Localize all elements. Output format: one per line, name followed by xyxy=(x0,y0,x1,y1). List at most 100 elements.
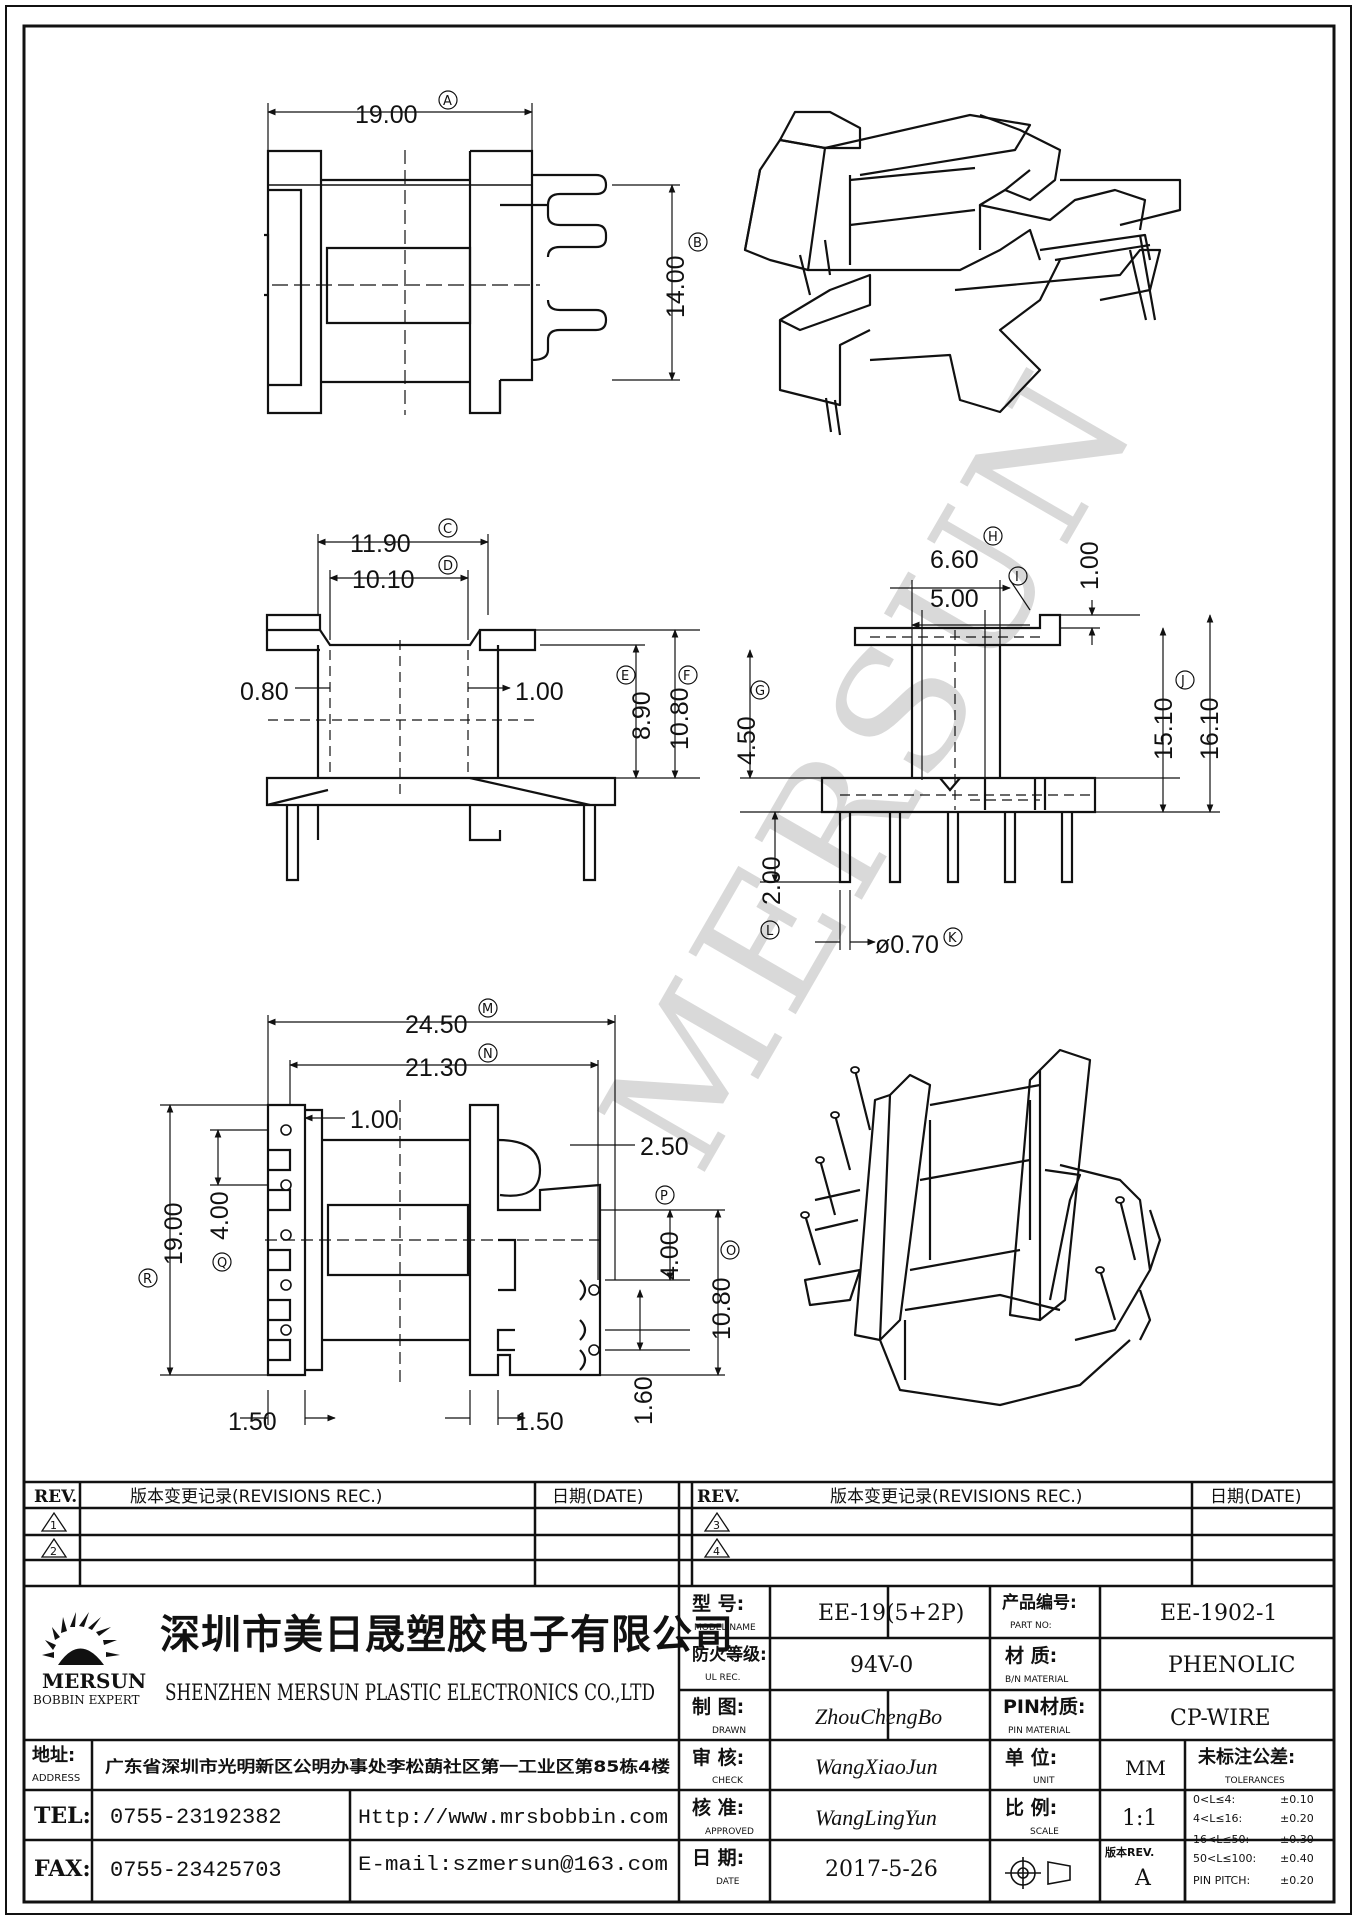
dim-k-bubble xyxy=(943,927,963,947)
material-label-cn: 材 质: xyxy=(1005,1644,1057,1667)
dim-i-bubble xyxy=(1008,566,1028,586)
dims-bottom-view xyxy=(160,1015,725,1425)
unit-label-en: UNIT xyxy=(1033,1776,1055,1786)
dim-g-value: 4.50 xyxy=(733,716,761,765)
company-name-en: SHENZHEN MERSUN PLASTIC ELECTRONICS CO.,… xyxy=(165,1681,655,1706)
watermark: MERSUN xyxy=(564,337,1177,1200)
rev-mark-2: 2 xyxy=(50,1545,57,1558)
dim-m-bubble xyxy=(478,998,498,1018)
rev-triangles xyxy=(40,1511,731,1558)
tol-range-5: PIN PITCH: xyxy=(1193,1874,1250,1887)
dim-d-letter: D xyxy=(443,559,453,574)
dim-l-value: 2.00 xyxy=(758,856,786,905)
dim-q-letter: Q xyxy=(217,1256,227,1271)
ul-value: 94V-0 xyxy=(850,1653,913,1678)
dim-k-letter: K xyxy=(948,931,957,946)
drawn-value: ZhouChengBo xyxy=(815,1704,942,1729)
approved-value: WangLingYun xyxy=(815,1805,937,1830)
tol-value-3: ±0.30 xyxy=(1280,1833,1314,1846)
model-label-cn: 型 号: xyxy=(692,1592,744,1615)
dim-q-bubble xyxy=(212,1252,232,1272)
dim-q-value: 4.00 xyxy=(206,1191,234,1240)
address-label-en: ADDRESS xyxy=(32,1773,80,1784)
date-header-right: 日期(DATE) xyxy=(1210,1487,1302,1507)
rev-mark-3: 3 xyxy=(713,1519,720,1532)
dim-n-letter: N xyxy=(483,1047,493,1062)
dim-c-bubble xyxy=(438,518,458,538)
company-name-cn: 深圳市美日晟塑胶电子有限公司 xyxy=(160,1612,734,1658)
dim-total-height: 16.10 xyxy=(1196,697,1224,760)
dim-f-value: 10.80 xyxy=(666,687,694,750)
drawn-label-en: DRAWN xyxy=(712,1726,746,1736)
tol-value-1: ±0.10 xyxy=(1280,1793,1314,1806)
tol-range-1: 0<L≤4: xyxy=(1193,1793,1235,1806)
dim-a-value: 19.00 xyxy=(355,101,418,129)
dim-p-letter: P xyxy=(660,1189,668,1204)
part-label-cn: 产品编号: xyxy=(1002,1592,1077,1613)
dim-j-letter: J xyxy=(1180,674,1185,689)
date-value: 2017-5-26 xyxy=(825,1857,938,1882)
dim-a-bubble xyxy=(438,90,458,110)
projection-symbol-icon xyxy=(1005,1857,1071,1889)
dim-d-value: 10.10 xyxy=(352,566,415,594)
part-label-en: PART NO: xyxy=(1010,1621,1052,1631)
rev-label-left: REV. xyxy=(34,1487,77,1507)
dim-d-bubble xyxy=(438,555,458,575)
dim-f-bubble xyxy=(678,665,698,685)
tol-range-2: 4<L≤16: xyxy=(1193,1812,1242,1825)
dim-g-letter: G xyxy=(755,684,765,699)
tol-value-4: ±0.40 xyxy=(1280,1852,1314,1865)
website[interactable]: Http://www.mrsbobbin.com xyxy=(358,1807,668,1830)
approved-label-cn: 核 准: xyxy=(692,1796,744,1819)
model-value: EE-19(5+2P) xyxy=(818,1601,964,1626)
front-view-hidden xyxy=(268,640,540,800)
bottom-view-hidden xyxy=(265,1100,605,1385)
dim-tip: 2.50 xyxy=(640,1133,689,1161)
dim-l-letter: L xyxy=(766,924,774,939)
unit-label-cn: 单 位: xyxy=(1005,1746,1057,1769)
dim-p-value: 4.00 xyxy=(656,1231,684,1280)
pin-label-en: PIN MATERIAL xyxy=(1008,1726,1070,1736)
dim-foot-right: 1.50 xyxy=(515,1408,564,1436)
dim-a-letter: A xyxy=(443,94,452,109)
dim-o-bubble xyxy=(720,1240,740,1260)
dim-e-value: 8.90 xyxy=(628,691,656,740)
dim-o-value: 10.80 xyxy=(708,1277,736,1340)
dim-pin-gap: 1.60 xyxy=(630,1376,658,1425)
dim-m-value: 24.50 xyxy=(405,1011,468,1039)
check-label-cn: 审 核: xyxy=(692,1746,744,1769)
rev-mark-1: 1 xyxy=(50,1519,57,1532)
pin-material-value: CP-WIRE xyxy=(1170,1706,1271,1731)
pin-label-cn: PIN材质: xyxy=(1003,1695,1086,1718)
tol-value-5: ±0.20 xyxy=(1280,1874,1314,1887)
dim-p-bubble xyxy=(655,1185,675,1205)
dim-o-letter: O xyxy=(726,1244,736,1259)
dim-j-value: 15.10 xyxy=(1150,697,1178,760)
dim-i-value: 5.00 xyxy=(930,585,979,613)
email[interactable]: E-mail:szmersun@163.com xyxy=(358,1854,668,1877)
dim-m-letter: M xyxy=(482,1002,493,1017)
dim-foot-left: 1.50 xyxy=(228,1408,277,1436)
isometric-view-top xyxy=(743,110,1182,436)
dim-l-bubble xyxy=(760,920,780,940)
dim-e-letter: E xyxy=(621,669,629,684)
dims-front-view xyxy=(295,534,700,779)
dims-side-view xyxy=(740,579,1220,950)
date-label-cn: 日 期: xyxy=(692,1847,744,1869)
part-no-value: EE-1902-1 xyxy=(1160,1601,1277,1626)
tolerance-table: 0<L≤4: ±0.10 4<L≤16: ±0.20 16<L≤50: ±0.3… xyxy=(1193,1793,1314,1887)
side-view-hidden xyxy=(840,630,1090,810)
dim-r-value: 19.00 xyxy=(160,1202,188,1265)
tol-label-cn: 未标注公差: xyxy=(1198,1746,1295,1768)
dim-h-letter: H xyxy=(988,530,998,545)
version-label: 版本REV. xyxy=(1105,1845,1154,1859)
tol-label-en: TOLERANCES xyxy=(1224,1776,1285,1786)
rev-label-right: REV. xyxy=(697,1487,740,1507)
dim-g-bubble xyxy=(750,680,770,700)
date-label-en: DATE xyxy=(716,1877,740,1887)
address-text: 广东省深圳市光明新区公明办事处李松蓢社区第一工业区第85栋4楼 xyxy=(105,1757,670,1776)
approved-label-en: APPROVED xyxy=(705,1827,754,1837)
ul-label-cn: 防火等级: xyxy=(692,1644,767,1665)
scale-label-cn: 比 例: xyxy=(1005,1796,1057,1819)
dim-h-value: 6.60 xyxy=(930,546,979,574)
